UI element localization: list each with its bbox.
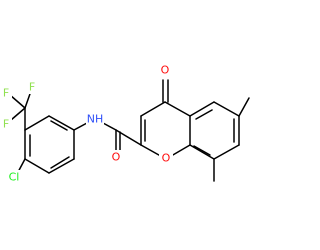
atom-labels: O O O NH F F F Cl	[0, 63, 173, 184]
bond	[213, 101, 240, 117]
atom-label-amide-nitrogen: NH	[87, 113, 104, 126]
bond	[195, 109, 213, 120]
atom-label-carbonyl-oxygen: O	[161, 64, 170, 77]
bond	[10, 107, 26, 121]
bond	[213, 144, 240, 160]
bond	[193, 145, 211, 156]
bond	[189, 144, 215, 160]
bond	[48, 158, 75, 174]
bonds	[9, 79, 250, 182]
bond	[73, 122, 88, 131]
molecule-structure: O O O NH F F F Cl	[0, 63, 250, 184]
atom-label-fluorine-3: F	[3, 118, 9, 131]
atom-label-amide-oxygen: O	[112, 151, 121, 164]
atom-label-ring-oxygen: O	[162, 152, 171, 165]
atom-label-fluorine-1: F	[3, 87, 9, 100]
bond	[48, 115, 75, 131]
atom-label-fluorine-2: F	[29, 81, 35, 94]
bond	[50, 120, 68, 131]
bond	[24, 158, 50, 174]
bond	[164, 101, 191, 117]
bond	[140, 101, 166, 117]
bond	[50, 156, 70, 169]
bond	[9, 94, 26, 109]
atom-label-chlorine: Cl	[9, 171, 20, 184]
bond	[24, 115, 50, 131]
bond	[189, 101, 215, 117]
bond	[102, 122, 117, 131]
bond	[238, 97, 250, 117]
